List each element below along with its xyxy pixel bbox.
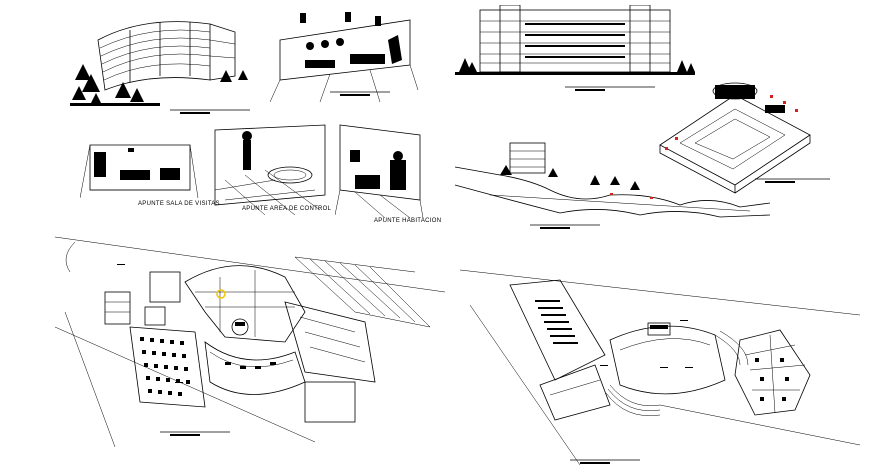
- aerial-view: [659, 82, 830, 194]
- label-sala-visitas: APUNTE SALA DE VISITAS: [138, 201, 220, 207]
- site-section: [454, 142, 771, 229]
- lounge-sketch: [80, 144, 199, 199]
- control-area-sketch: [214, 124, 326, 215]
- label-habitacion: APUNTE HABITACION: [374, 218, 442, 224]
- floor-plan-right: [460, 269, 860, 465]
- building-perspective-sketch: [70, 21, 250, 114]
- interior-perspective-sketch: [270, 12, 419, 103]
- label-area-control: APUNTE AREA DE CONTROL: [242, 206, 332, 212]
- room-sketch: [335, 124, 424, 219]
- floor-plan-left: [55, 236, 445, 447]
- building-elevation: [455, 5, 695, 91]
